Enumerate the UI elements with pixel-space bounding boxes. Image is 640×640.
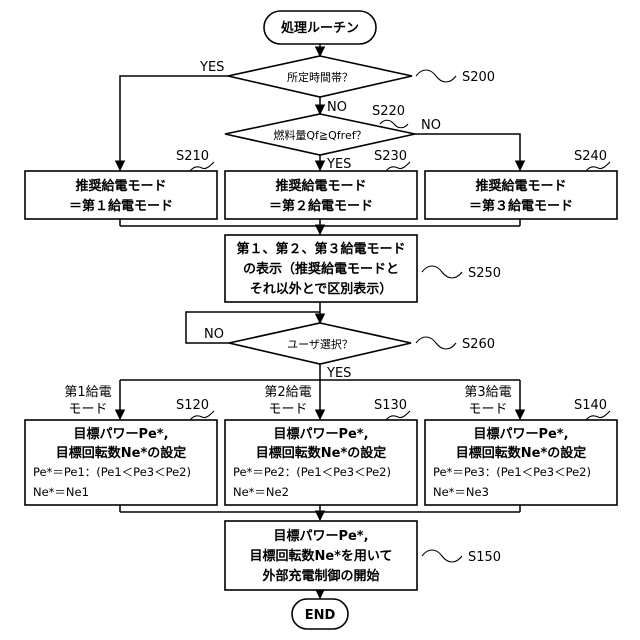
box-s210-line2: ＝第１給電モード — [69, 198, 173, 214]
box-s120-line1: 目標パワーPe*, — [73, 426, 168, 442]
start-terminal-label: 処理ルーチン — [280, 20, 359, 36]
step-label-s200: S200 — [462, 70, 495, 85]
leader-s250 — [422, 266, 462, 278]
step-label-s130: S130 — [374, 398, 407, 413]
s200-no-label: NO — [327, 100, 347, 115]
leader-s260 — [416, 337, 456, 349]
leader-s150 — [422, 550, 462, 562]
box-s140-line2: 目標回転数Ne*の設定 — [456, 445, 587, 461]
s220-yes-label: YES — [326, 157, 351, 172]
box-s250-line1: 第１、第２、第３給電モード — [236, 241, 405, 257]
step-label-s210: S210 — [176, 149, 209, 164]
box-s150-line3: 外部充電制御の開始 — [261, 568, 379, 584]
box-s240-line2: ＝第３給電モード — [469, 198, 573, 214]
step-label-s120: S120 — [176, 398, 209, 413]
step-label-s220: S220 — [372, 104, 405, 119]
box-s130-line2: 目標回転数Ne*の設定 — [256, 445, 387, 461]
mode2-label-line1: 第2給電 — [264, 385, 311, 400]
step-label-s250: S250 — [468, 266, 501, 281]
box-s250-line2: の表示（推奨給電モードと — [243, 261, 399, 277]
box-s130-line3: Pe*＝Pe2：(Pe1＜Pe3＜Pe2) — [233, 465, 391, 479]
box-s150-line2: 目標回転数Ne*を用いて — [249, 548, 392, 564]
step-label-s150: S150 — [468, 550, 501, 565]
box-s230-line2: ＝第２給電モード — [269, 198, 373, 214]
s200-yes-label: YES — [199, 60, 224, 75]
decision-s220-label: 燃料量Qf≧Qfref？ — [273, 128, 366, 142]
box-s230-line1: 推奨給電モード — [275, 178, 366, 194]
mode2-label-line2: モード — [268, 402, 307, 417]
box-s140-line3: Pe*＝Pe3：(Pe1＜Pe3＜Pe2) — [433, 465, 591, 479]
s260-no-label: NO — [204, 327, 224, 342]
box-s210-line1: 推奨給電モード — [75, 178, 166, 194]
box-s140-line1: 目標パワーPe*, — [473, 426, 568, 442]
step-label-s140: S140 — [574, 398, 607, 413]
step-label-s240: S240 — [574, 149, 607, 164]
mode1-label-line2: モード — [68, 402, 107, 417]
arrow-s200-yes — [120, 76, 228, 170]
box-s130-line4: Ne*＝Ne2 — [233, 485, 289, 499]
decision-s260-label: ユーザ選択？ — [287, 337, 353, 351]
step-label-s260: S260 — [462, 337, 495, 352]
box-s150-line1: 目標パワーPe*, — [273, 528, 368, 544]
leader-s200 — [416, 70, 456, 82]
box-s120-line4: Ne*＝Ne1 — [33, 485, 89, 499]
step-label-s230: S230 — [374, 149, 407, 164]
decision-s200-label: 所定時間帯？ — [287, 70, 353, 84]
end-terminal-label: END — [305, 608, 336, 623]
box-s240-line1: 推奨給電モード — [475, 178, 566, 194]
mode3-label-line1: 第3給電 — [464, 385, 511, 400]
s260-yes-label: YES — [326, 366, 351, 381]
box-s250-line3: それ以外とで区別表示） — [250, 281, 393, 297]
mode1-label-line1: 第1給電 — [64, 385, 111, 400]
s220-no-label: NO — [421, 118, 441, 133]
box-s120-line2: 目標回転数Ne*の設定 — [56, 445, 187, 461]
mode3-label-line2: モード — [468, 402, 507, 417]
box-s140-line4: Ne*＝Ne3 — [433, 485, 489, 499]
arrow-s220-no — [415, 134, 520, 170]
box-s130-line1: 目標パワーPe*, — [273, 426, 368, 442]
box-s120-line3: Pe*＝Pe1：(Pe1＜Pe3＜Pe2) — [33, 465, 191, 479]
leader-s220 — [380, 120, 408, 128]
